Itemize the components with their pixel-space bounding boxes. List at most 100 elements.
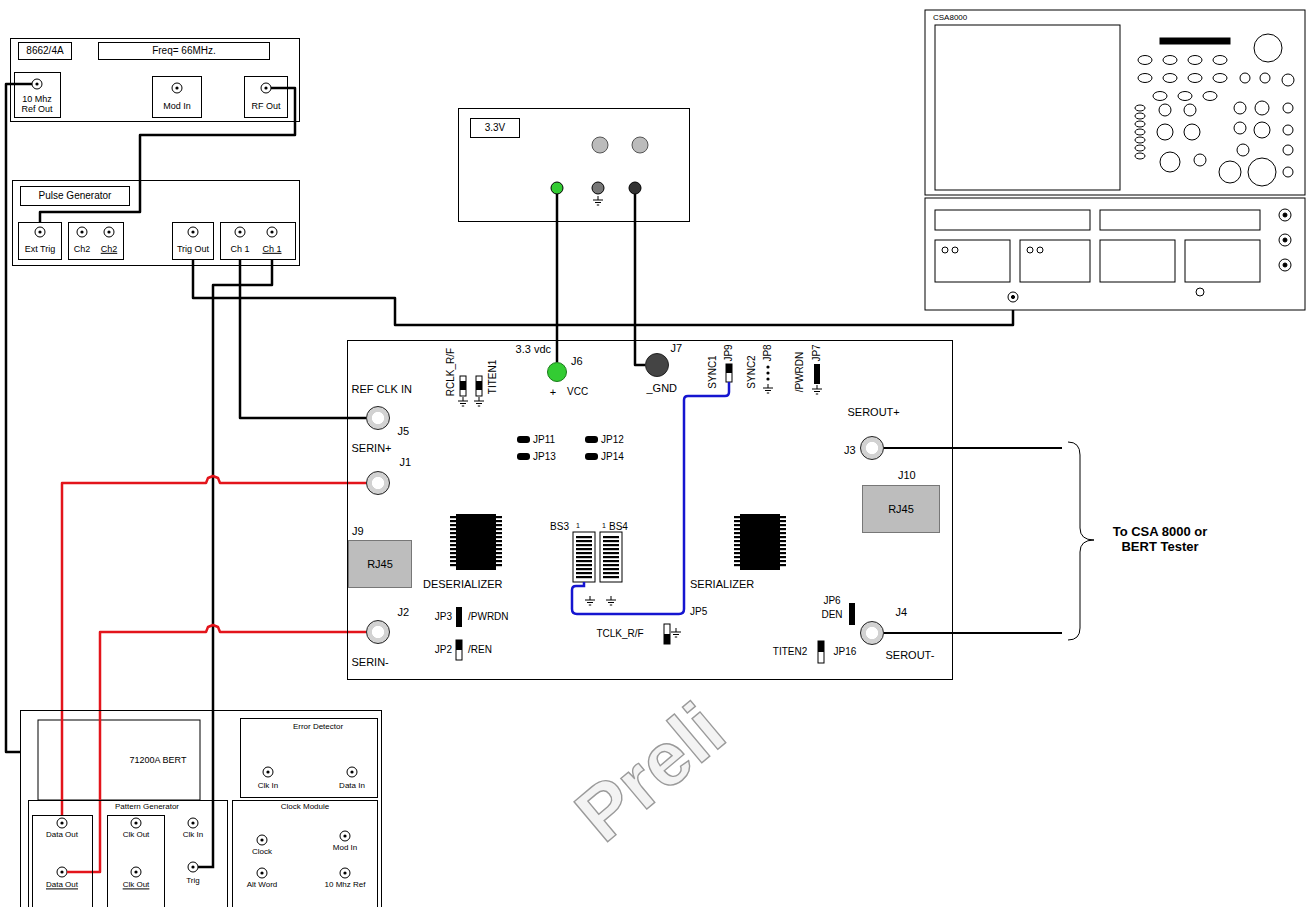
oscilloscope-chassis-part (1203, 92, 1217, 101)
oscilloscope-chassis-part (1279, 234, 1291, 246)
jumper-label: JP8 (762, 344, 774, 361)
board-components-part (600, 532, 622, 582)
oscilloscope-chassis-part (1135, 105, 1145, 111)
oscilloscope-chassis-part (925, 10, 1305, 195)
jack-symbol-part (131, 818, 141, 828)
instrument-label: Pulse Generator (20, 186, 130, 206)
ground-jack: J7_GND (645, 353, 669, 377)
jack-symbol-part (261, 83, 271, 93)
board-components-part (664, 624, 670, 644)
oscilloscope-chassis-part (942, 247, 948, 253)
jack-symbol-part (32, 79, 42, 89)
oscilloscope-chassis-part (1279, 209, 1291, 221)
error-detector-module: Error DetectorClk InData In (240, 718, 378, 798)
jumper-label: /PWRDN (794, 352, 806, 393)
board-components-part (517, 436, 530, 443)
jack-symbol-part (35, 227, 45, 237)
jack-symbol-part (188, 227, 198, 237)
pulse-generator: Pulse GeneratorExt TrigCh2Ch2Trig OutCh … (12, 180, 300, 266)
pin-number: 1 (602, 522, 606, 530)
oscilloscope-chassis-part (925, 198, 1305, 310)
oscilloscope-chassis-part (1135, 121, 1145, 127)
watermark: Preli (559, 686, 741, 859)
oscilloscope-chassis-part (1135, 137, 1145, 143)
cable (556, 222, 559, 362)
supply-terminals-part (551, 182, 563, 194)
board-components-part (474, 397, 484, 406)
oscilloscope-chassis-part (1020, 240, 1090, 282)
board-components-part (726, 364, 732, 373)
output-leads-part (884, 447, 1062, 449)
instrument-label: SERIN+ (352, 441, 392, 454)
jumper-label: JP13 (533, 451, 556, 463)
board-components-part (476, 381, 482, 390)
oscilloscope-chassis-part (1160, 152, 1180, 172)
oscilloscope-chassis-part (1194, 154, 1206, 166)
instrument-label: Data In (339, 781, 365, 790)
oscilloscope-chassis-part (1260, 73, 1270, 83)
cable-stub-part (556, 194, 559, 222)
oscilloscope-chassis-part (1196, 288, 1204, 296)
jumper-label: TITEN1 (487, 360, 499, 394)
jack-symbol-part (172, 83, 182, 93)
board-components (450, 364, 855, 663)
oscilloscope-chassis-part (1188, 74, 1202, 83)
supply-terminals-part (592, 137, 608, 153)
network-jack: J10RJ45 (862, 485, 940, 533)
output-leads-part (1068, 442, 1094, 640)
instrument-label: VCC (567, 386, 588, 398)
instrument-label: Clk In (183, 830, 203, 839)
board-components-part (585, 453, 598, 460)
instrument-label: Clock Module (281, 802, 329, 811)
oscilloscope-chassis-part (1135, 129, 1145, 135)
oscilloscope-chassis-part (1163, 74, 1177, 83)
board-components-part (849, 603, 855, 625)
pattern-generator-module: Pattern GeneratorClk InTrigData OutData … (28, 800, 228, 907)
board-components-part (664, 634, 670, 644)
jumper-label: JP3 (435, 611, 452, 623)
supply-terminals-part (629, 182, 641, 194)
board-components-part (766, 377, 769, 380)
oscilloscope-chassis-part (1283, 103, 1293, 113)
instrument-label: SEROUT- (886, 648, 935, 661)
oscilloscope-chassis-part (1160, 38, 1230, 44)
oscilloscope-chassis-part (1135, 145, 1145, 151)
evaluation-board: DESERIALIZERSERIALIZER3.3 vdcJ6+VCCJ7_GN… (347, 340, 953, 680)
board-components-part (671, 628, 681, 637)
jack-symbol-part (257, 868, 267, 878)
board-components-part (812, 385, 822, 394)
oscilloscope-chassis-part (1138, 56, 1152, 65)
board-components-part (766, 365, 769, 368)
oscilloscope-chassis-part (1213, 74, 1227, 83)
instrument-label: J7 (671, 341, 683, 354)
supply-terminals-part (592, 182, 604, 194)
switch-label: BS3 (550, 521, 569, 533)
jack-panel: 10 Mhz Ref Out (14, 72, 61, 118)
signal-name: /REN (468, 644, 492, 656)
jack-panel: Ch2Ch2 (68, 222, 124, 260)
jumper-label: RCLK_R/F (445, 348, 457, 396)
oscilloscope-chassis-part (1100, 240, 1175, 282)
instrument-label: Data Out (46, 830, 78, 839)
jumper-label: JP11 (533, 434, 555, 446)
instrument-label: REF CLK IN (352, 382, 413, 395)
board-components-part (460, 376, 466, 396)
jack-symbol-part (57, 867, 67, 877)
oscilloscope-chassis-part (1240, 73, 1250, 83)
instrument-label: Data Out (46, 880, 78, 889)
jack-panel: Ch 1Ch 1 (220, 222, 296, 260)
oscilloscope-chassis-part (1213, 56, 1227, 65)
oscilloscope-chassis-part (1283, 145, 1293, 155)
output-leads (884, 442, 1094, 640)
jumper-label: SYNC1 (707, 355, 719, 388)
board-components-part (456, 640, 462, 660)
oscilloscope-chassis-part (935, 240, 1010, 282)
signal-name: TITEN2 (773, 646, 807, 658)
instrument-label: J9 (352, 525, 364, 538)
jack-symbol-part (340, 868, 350, 878)
board-components-part (740, 514, 780, 570)
oscilloscope-chassis-part (1283, 263, 1287, 267)
instrument-label: Clk Out (123, 830, 150, 839)
power-jack: 3.3 vdcJ6+VCC (547, 362, 567, 382)
